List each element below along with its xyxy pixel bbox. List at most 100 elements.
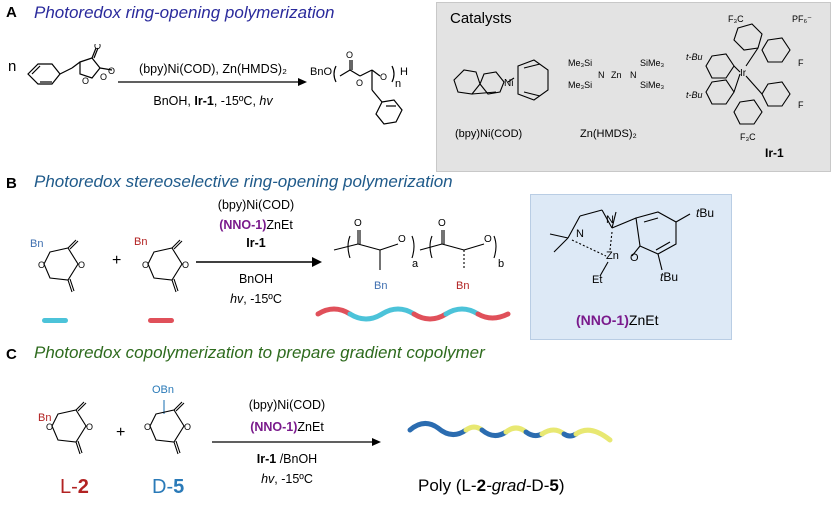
nno-tbu-top: ttBuBu — [696, 206, 715, 220]
nno-tbu-bottom: tBu — [660, 270, 679, 284]
product-a-h: H — [400, 66, 408, 78]
poly-label-2: 2 — [476, 476, 487, 495]
panel-b-bn-d: Bn — [134, 236, 148, 248]
label-l2-number: 2 — [77, 476, 89, 498]
panel-b-cond2: (NNO-1)ZnEt — [196, 218, 316, 232]
l-monomer-swatch — [42, 318, 68, 323]
nno-o: O — [630, 252, 639, 264]
panel-b-bn-l: Bn — [30, 238, 44, 250]
panel-b-wavy-chain — [315, 306, 511, 322]
panel-c-znet: ZnEt — [297, 420, 324, 434]
poly-label-grad: -grad- — [486, 476, 532, 495]
cat2-sime3-top: SiMe₃ — [640, 58, 665, 68]
panel-c-cond3: Ir-1 /BnOH — [212, 452, 362, 466]
cat1-label: (bpy)Ni(COD) — [455, 128, 523, 140]
panel-b-cond5: hv, -15ºC — [196, 292, 316, 306]
poly-label-5: 5 — [549, 476, 559, 495]
nno-znet-structure — [549, 209, 691, 277]
svg-text:Ir: Ir — [740, 68, 747, 79]
panel-a-cond-hv: hv — [259, 94, 273, 108]
svg-text:O: O — [86, 422, 93, 432]
ir1-pf6: PF₆⁻ — [792, 14, 812, 24]
panel-b-hv: hv — [230, 292, 244, 306]
monomer-a-structure: O O O O — [27, 44, 115, 86]
label-d5-number: 5 — [173, 476, 185, 498]
product-a-bno: BnO — [310, 66, 333, 78]
cat2-n-right: N — [630, 70, 637, 80]
ir1-tbu-top: t-Bu — [686, 52, 703, 62]
panel-c-bnoh: /BnOH — [276, 452, 318, 466]
svg-text:O: O — [182, 260, 189, 270]
product-a-n: n — [395, 78, 402, 90]
svg-text:O: O — [46, 422, 53, 432]
panel-b-nno: (NNO-1) — [219, 218, 267, 232]
d-monomer-swatch — [148, 318, 174, 323]
panel-b-plus: + — [112, 252, 122, 269]
poly-label-l: L- — [461, 476, 477, 495]
panel-c-ir: Ir-1 — [256, 452, 277, 466]
label-l2-prefix: L- — [60, 476, 78, 498]
panel-b-cond4: BnOH — [238, 272, 274, 286]
panel-b-sub-a: a — [412, 258, 419, 270]
svg-text:O: O — [356, 78, 363, 88]
panel-a-cond-temp: , -15ºC, — [213, 94, 260, 108]
svg-text:O: O — [38, 260, 45, 270]
svg-text:O: O — [144, 422, 151, 432]
cat2-sime3-bottom: SiMe₃ — [640, 80, 665, 90]
cat2-me3si-bottom: Me₃Si — [568, 80, 593, 90]
svg-text:O: O — [94, 44, 101, 51]
panel-c-gradient-chain — [407, 421, 613, 443]
svg-text:O: O — [184, 422, 191, 432]
panel-c-cond2: (NNO-1)ZnEt — [212, 420, 362, 434]
panel-c-bn: Bn — [38, 412, 52, 424]
panel-c-arrow — [212, 438, 381, 446]
poly-label-pre: Poly ( — [418, 476, 462, 495]
svg-text:O: O — [78, 260, 85, 270]
nno-label: (NNO-1)ZnEt — [576, 312, 658, 328]
panel-a-cond-bnoh: BnOH, — [153, 94, 195, 108]
nno-label-nno: (NNO-1) — [576, 312, 629, 328]
panel-b-temp: , -15ºC — [243, 292, 282, 306]
panel-b-polymer-structure: O O O O — [333, 218, 497, 270]
poly-label-d: D- — [531, 476, 550, 495]
product-a-structure: O O O — [333, 50, 403, 125]
panel-b-polymer-bn-l: Bn — [374, 280, 388, 292]
panel-c-title: Photoredox copolymerization to prepare g… — [34, 343, 485, 362]
ir1-f3c-top: F₃C — [728, 14, 744, 24]
panel-c-nno: (NNO-1) — [250, 420, 298, 434]
nno-et: Et — [592, 274, 603, 286]
panel-a-letter: A — [6, 4, 17, 21]
svg-text:O: O — [398, 234, 406, 245]
panel-c-cond4: hv, -15ºC — [212, 472, 362, 486]
panel-a-title: Photoredox ring-opening polymerization — [34, 3, 335, 22]
nno-n2: N — [606, 214, 614, 226]
cat2-label: Zn(HMDS)₂ — [580, 128, 637, 140]
svg-text:O: O — [380, 72, 387, 82]
svg-text:O: O — [484, 234, 492, 245]
catalysts-title: Catalysts — [450, 10, 512, 27]
panel-c-letter: C — [6, 346, 17, 363]
cat3-label: Ir-1 — [765, 146, 784, 160]
panel-b-polymer-bn-d: Bn — [456, 280, 470, 292]
panel-c-temp: , -15ºC — [274, 472, 313, 486]
nno-catalyst-box — [530, 194, 732, 340]
nno-n1: N — [576, 228, 584, 240]
panel-a-cond-ir: Ir-1 — [194, 94, 214, 108]
panel-b-sub-b: b — [498, 258, 505, 270]
panel-c-cond1: (bpy)Ni(COD) — [248, 398, 326, 412]
panel-c-plus: + — [116, 424, 126, 441]
svg-text:Ni: Ni — [504, 78, 513, 89]
panel-c-hv: hv — [261, 472, 275, 486]
svg-text:O: O — [100, 72, 107, 82]
panel-c-obn: OBn — [152, 384, 175, 396]
poly-label-post: ) — [558, 476, 565, 495]
svg-text:O: O — [354, 218, 362, 229]
ir1-tbu-bottom: t-Bu — [686, 90, 703, 100]
svg-text:O: O — [438, 218, 446, 229]
svg-text:O: O — [108, 66, 115, 76]
nno-zn: Zn — [606, 250, 619, 262]
